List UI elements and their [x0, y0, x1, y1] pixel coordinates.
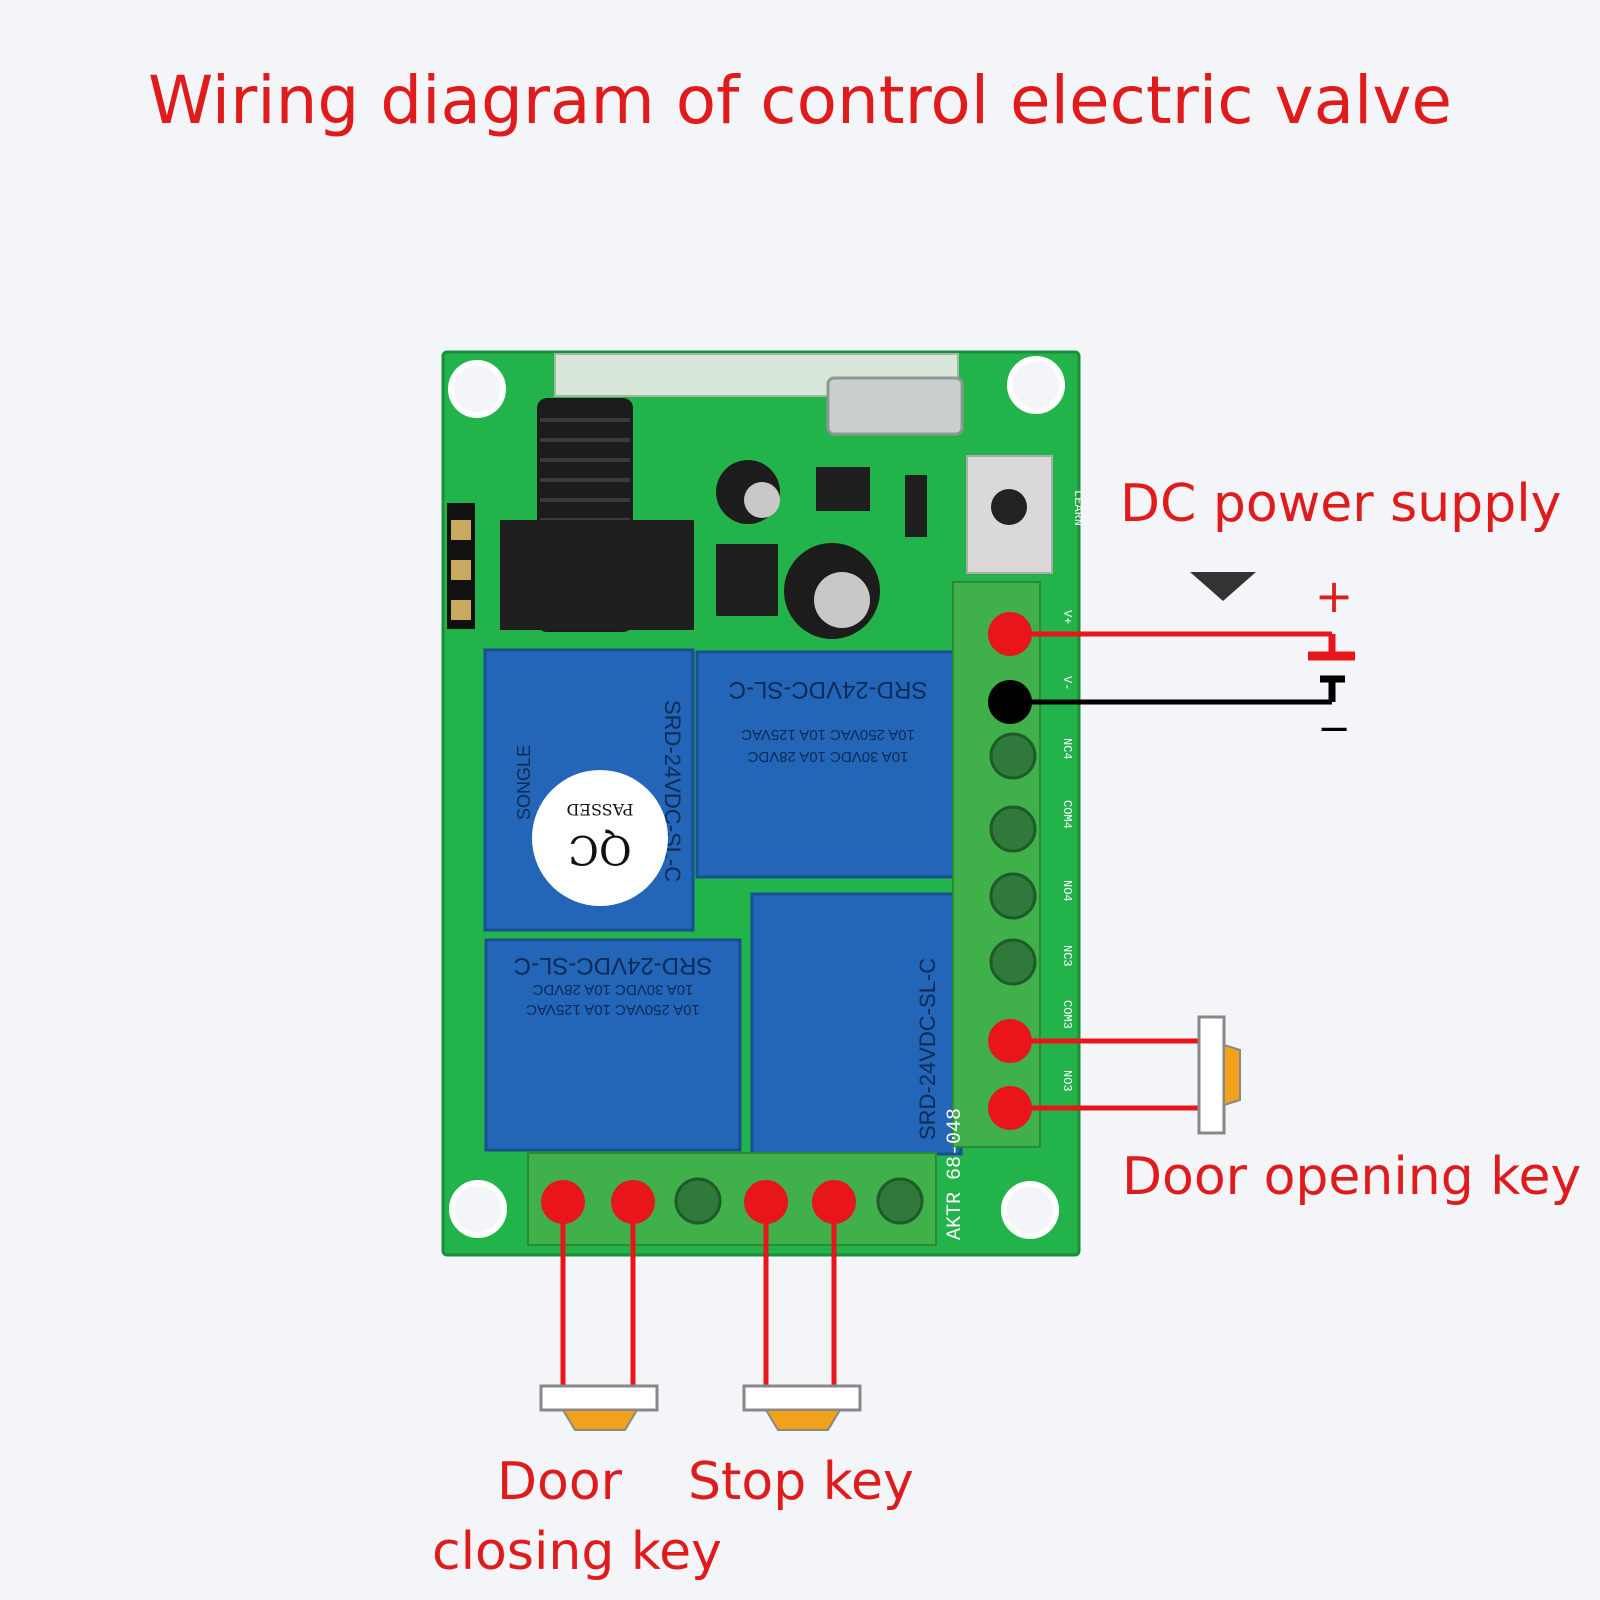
pin-label-no3: NO3: [1060, 1070, 1074, 1092]
relay-3-rating2: 10A 30VDC 10A 28VDC: [532, 981, 693, 998]
learn-button[interactable]: [966, 455, 1053, 574]
door-closing-key[interactable]: [539, 1384, 659, 1431]
door-opening-key[interactable]: [1197, 1015, 1241, 1135]
door-closing-key-label-line2: closing key: [432, 1522, 722, 1582]
qc-passed-text: PASSED: [567, 800, 634, 819]
pin-label-com4: COM4: [1060, 800, 1074, 829]
relay-2-rating2: 10A 30VDC 10A 28VDC: [747, 748, 908, 765]
stop-key[interactable]: [742, 1384, 862, 1431]
diode: [905, 475, 927, 537]
ic-chip: [500, 520, 694, 630]
minus-sign: −: [1317, 706, 1351, 752]
pin-label-com3: COM3: [1060, 1000, 1074, 1029]
diagram-title: Wiring diagram of control electric valve: [147, 62, 1453, 139]
side-pin-labels: V+ V- NC4 COM4 NO4 NC3 COM3 NO3: [1060, 610, 1074, 1092]
pin-label-no4: NO4: [1060, 880, 1074, 902]
ic-chip-small: [716, 544, 778, 616]
pin-label-v-plus: V+: [1060, 610, 1074, 624]
relay-2-rating1: 10A 250VAC 10A 125VAC: [741, 726, 915, 743]
qc-text: QC: [568, 826, 631, 872]
mounting-holes: [448, 356, 1065, 1239]
pin-header: [447, 503, 475, 629]
pin-label-nc4: NC4: [1060, 738, 1074, 760]
side-terminal-screws: [989, 732, 1037, 986]
battery-symbol: [1308, 634, 1355, 702]
pin-label-nc3: NC3: [1060, 945, 1074, 967]
bottom-terminal-screws: [674, 1177, 924, 1225]
bottom-terminal-block: [527, 1152, 937, 1246]
crystal-oscillator: [826, 376, 964, 436]
relay-3: SRD-24VDC-SL-C 10A 250VAC 10A 125VAC 10A…: [484, 938, 742, 1152]
qc-sticker: [532, 770, 668, 906]
voltage-regulator: [816, 467, 870, 511]
door-closing-key-label-line1: Door: [497, 1452, 623, 1512]
relay-2: SRD-24VDC-SL-C 10A 250VAC 10A 125VAC 10A…: [695, 650, 962, 879]
learn-label: LEARN: [1071, 490, 1085, 526]
relay-4: SRD-24VDC-SL-C: [750, 892, 963, 1156]
pin-label-v-minus: V-: [1060, 676, 1074, 690]
relay-4-model: SRD-24VDC-SL-C: [915, 958, 940, 1140]
dc-power-supply-label: DC power supply: [1120, 474, 1562, 534]
relay-2-model: SRD-24VDC-SL-C: [729, 676, 928, 703]
relay-3-model: SRD-24VDC-SL-C: [514, 952, 713, 979]
relay-1-brand: SONGLE: [514, 745, 534, 820]
door-opening-key-label: Door opening key: [1122, 1147, 1582, 1207]
relay-3-rating1: 10A 250VAC 10A 125VAC: [526, 1001, 700, 1018]
stop-key-label: Stop key: [688, 1452, 914, 1512]
side-terminal-block: [952, 581, 1041, 1148]
board-model-label: AKTR 68-048: [944, 1108, 967, 1240]
arrow-down-icon: [1190, 572, 1256, 601]
plus-sign: +: [1315, 569, 1354, 623]
connection-dots: [541, 612, 1032, 1224]
